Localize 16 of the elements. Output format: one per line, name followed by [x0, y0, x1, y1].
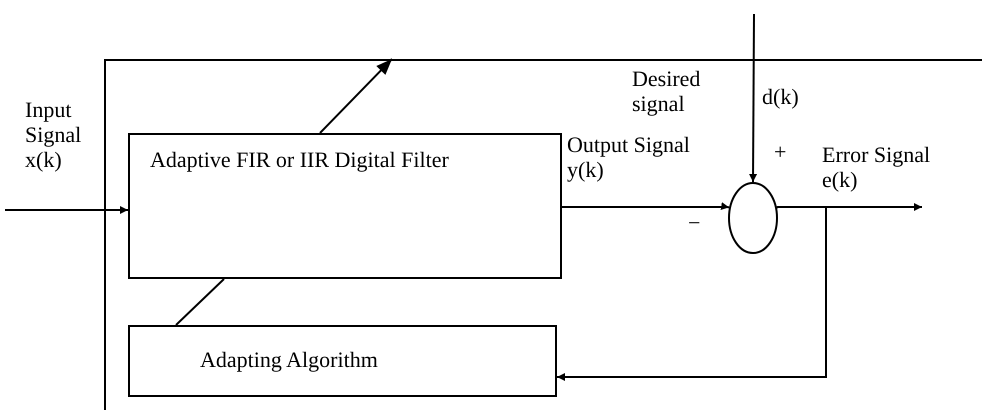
arrow — [562, 202, 730, 210]
box-text: Adapting Algorithm — [200, 347, 379, 372]
signal-label: d(k) — [762, 84, 799, 109]
minus-sign: − — [688, 210, 700, 235]
connector-line — [175, 278, 225, 326]
plus-sign: + — [774, 139, 786, 164]
process-box — [128, 325, 557, 397]
arrow — [749, 14, 758, 182]
process-box — [128, 133, 562, 279]
arrow — [557, 206, 827, 381]
edge-label: Output Signal y(k) — [567, 132, 691, 182]
edge-label: Desired signal — [632, 66, 702, 116]
edge-label: Error Signal e(k) — [822, 142, 932, 192]
box-text: Adaptive FIR or IIR Digital Filter — [150, 147, 450, 172]
arrow — [5, 206, 128, 214]
edge-label: Input Signal x(k) — [25, 97, 82, 172]
